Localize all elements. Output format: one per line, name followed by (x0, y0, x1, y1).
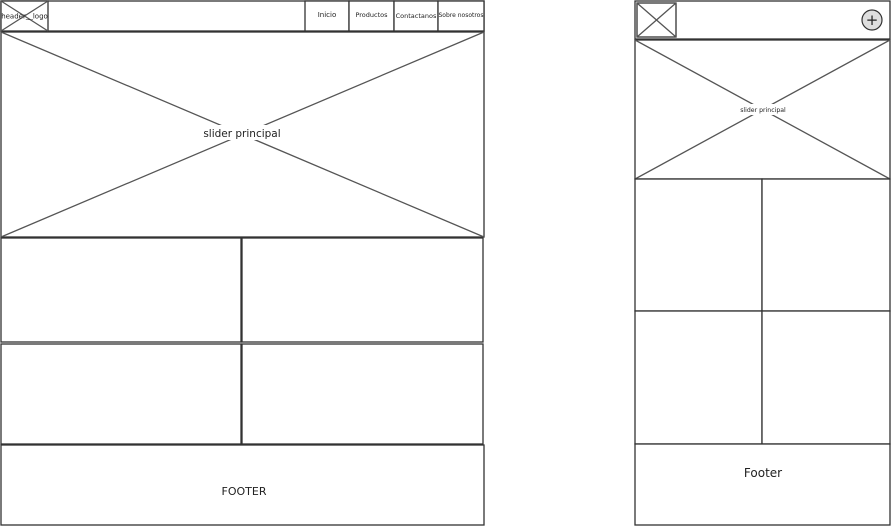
mobile-footer-label: Footer (744, 466, 782, 480)
mobile-slider-placeholder[interactable]: slider principal (634, 39, 891, 180)
desktop-logo-placeholder[interactable]: header__logo (0, 0, 49, 32)
mobile-grid-cell (634, 178, 763, 312)
desktop-grid-cell (241, 343, 484, 445)
mobile-wireframe: + slider principal Footer (634, 0, 891, 526)
nav-item-productos-label: Productos (355, 11, 388, 19)
nav-item-contactanos-label: Contactanos (396, 12, 437, 20)
desktop-slider-placeholder[interactable]: slider principal (0, 31, 485, 238)
mobile-header (634, 0, 891, 40)
desktop-logo-label: header__logo (1, 13, 48, 21)
desktop-footer-label: FOOTER (222, 485, 267, 498)
desktop-content-grid (0, 237, 484, 445)
mobile-menu-button[interactable]: + (861, 9, 883, 31)
nav-item-inicio[interactable] (304, 0, 350, 32)
mobile-grid-cell (761, 310, 891, 445)
nav-item-sobre-nosotros-label: Sobre nosotros (439, 12, 484, 19)
nav-item-inicio-label: Inicio (318, 11, 337, 19)
desktop-nav: Inicio Productos Contactanos Sobre nosot… (304, 0, 485, 32)
mobile-logo-placeholder[interactable] (636, 2, 677, 38)
mobile-content-grid (634, 178, 891, 445)
nav-item-sobre-nosotros[interactable] (437, 0, 485, 32)
plus-icon: + (866, 11, 879, 29)
desktop-slider-label: slider principal (203, 128, 280, 140)
desktop-grid-cell (0, 237, 242, 343)
desktop-footer (0, 444, 485, 526)
mobile-footer (634, 443, 891, 526)
desktop-grid-cell (241, 237, 484, 343)
mobile-slider-label: slider principal (740, 107, 786, 114)
mobile-grid-cell (634, 310, 763, 445)
desktop-wireframe: header__logo Inicio Productos Contactano… (0, 0, 485, 526)
mobile-grid-cell (761, 178, 891, 312)
nav-item-productos[interactable] (348, 0, 395, 32)
desktop-grid-cell (0, 343, 242, 445)
